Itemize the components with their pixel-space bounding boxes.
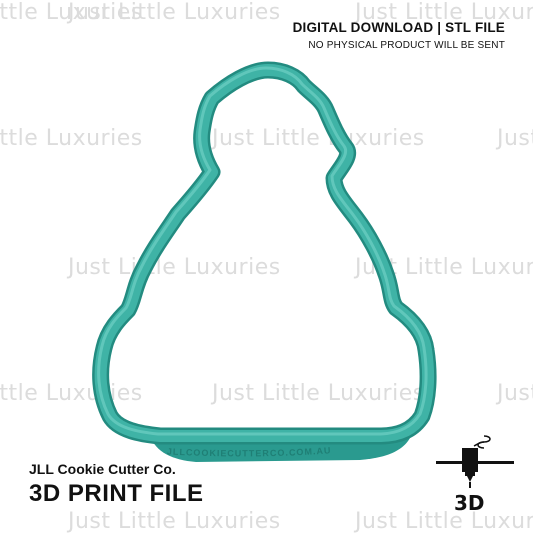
3d-printer-icon: 3D [436,435,514,515]
header-subtitle: NO PHYSICAL PRODUCT WILL BE SENT [308,40,505,51]
file-type-label: 3D PRINT FILE [29,480,204,507]
3d-label: 3D [454,491,485,515]
header-title: DIGITAL DOWNLOAD | STL FILE [292,20,505,35]
base-engraving: JLLCOOKIECUTTERCO.COM.AU [167,445,332,458]
brand-name: JLL Cookie Cutter Co. [29,461,176,477]
